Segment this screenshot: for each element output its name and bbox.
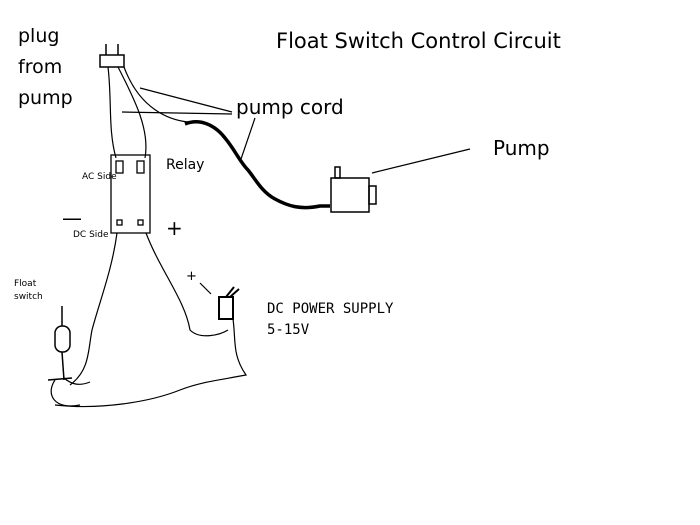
pump-label: Pump bbox=[493, 136, 550, 160]
ac-wire-to-cord bbox=[123, 66, 189, 123]
ac-side-label: AC Side bbox=[82, 172, 117, 182]
dc-side-label: DC Side bbox=[73, 230, 109, 240]
pump-icon bbox=[330, 166, 377, 213]
dc-power-supply-icon bbox=[218, 286, 240, 320]
supply-plus-symbol: + bbox=[186, 269, 197, 284]
supply-plus-tick bbox=[199, 282, 212, 295]
pump-cord-pointer-2 bbox=[121, 111, 233, 115]
dc-wire-left bbox=[69, 232, 118, 386]
float-switch-icon bbox=[47, 306, 73, 381]
ac-wire-left bbox=[107, 66, 117, 159]
pump-cord-label: pump cord bbox=[236, 95, 344, 119]
relay-plus-symbol: + bbox=[166, 216, 183, 240]
plug-icon bbox=[99, 44, 125, 68]
diagram-title: Float Switch Control Circuit bbox=[276, 29, 561, 53]
pump-cord-pointer-3 bbox=[239, 117, 256, 163]
relay-label: Relay bbox=[166, 157, 205, 173]
relay-icon bbox=[110, 154, 151, 234]
ac-wire-right bbox=[117, 66, 147, 159]
dc-power-supply-label: DC POWER SUPPLY 5-15V bbox=[267, 301, 394, 338]
plug-label: plug from pump bbox=[18, 25, 73, 109]
float-wire bbox=[50, 377, 91, 407]
supply-return-wire bbox=[54, 318, 248, 408]
pump-pointer bbox=[371, 148, 471, 174]
pump-cord-wire bbox=[184, 120, 330, 210]
dc-wire-right bbox=[145, 232, 229, 337]
float-switch-label: Float switch bbox=[14, 279, 43, 302]
pump-cord-pointer-1 bbox=[139, 87, 233, 113]
minus-symbol: — bbox=[62, 206, 82, 230]
